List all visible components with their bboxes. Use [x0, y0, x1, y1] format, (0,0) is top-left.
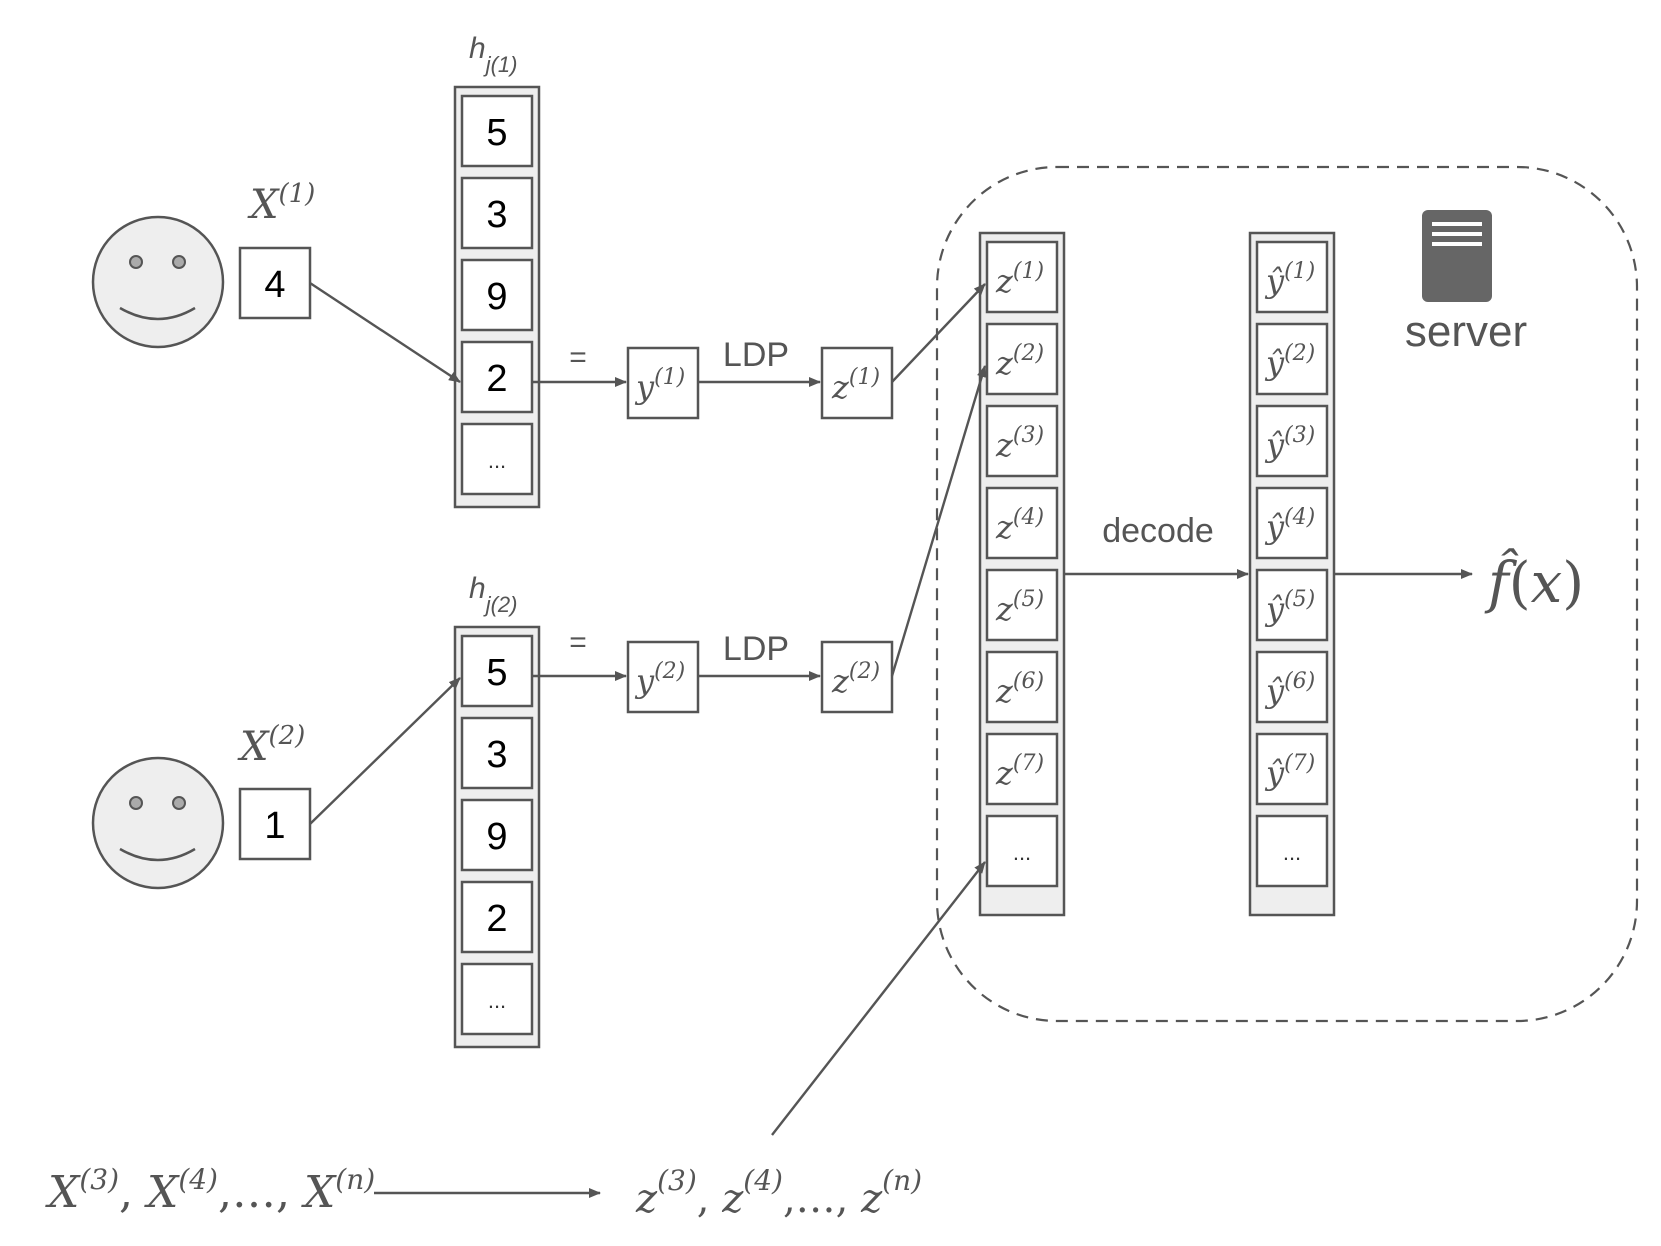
server-z-cell — [985, 568, 1059, 642]
output-f-hat-x: f̂(x) — [1484, 547, 1584, 616]
server-label: server — [1405, 307, 1527, 356]
server-yhat-cell-label: ŷ(4) — [1264, 505, 1315, 546]
hash-1-label: hj(1) — [469, 32, 517, 77]
bottom-x-list: X(3), X(4),…, X(n) — [45, 1163, 375, 1218]
y2-box — [626, 640, 700, 714]
y1-label: y(1) — [634, 365, 685, 406]
server-z-cell — [985, 486, 1059, 560]
server-yhat-cell — [1255, 240, 1329, 314]
server-yhat-cell — [1255, 568, 1329, 642]
server-icon — [1422, 210, 1492, 302]
hash-2-cell-value: 9 — [486, 816, 507, 858]
server-z-cell-ellipsis — [985, 814, 1059, 888]
server-yhat-cell — [1255, 404, 1329, 478]
arrow-user1-to-hash — [309, 281, 461, 384]
z1-box — [820, 346, 894, 420]
hash-2-cell-value: 5 — [486, 652, 507, 694]
server-yhat-cell — [1255, 322, 1329, 396]
server-z-cell-label: z(6) — [995, 669, 1044, 710]
server-z-cell-label: z(5) — [995, 587, 1044, 628]
y1-box — [626, 346, 700, 420]
hash-2-cell — [460, 962, 534, 1036]
hash-1-cell-value: 2 — [486, 358, 507, 400]
server-z-cell — [985, 732, 1059, 806]
user-1-smiley-icon — [91, 215, 225, 349]
user-2-var-label: X(2) — [237, 721, 305, 770]
server-z-cell-label: z(7) — [995, 751, 1044, 792]
hash-1-cell — [460, 176, 534, 250]
hash-1-cells: 5 3 9 2... — [460, 94, 534, 496]
hash-1-cell-value: 9 — [486, 276, 507, 318]
server-yhat-cell-label: ŷ(1) — [1264, 259, 1315, 300]
server-z-cell — [985, 650, 1059, 724]
server-boundary — [935, 165, 1639, 1023]
hash-2-cells: 5 3 9 2... — [460, 634, 534, 1036]
arrow-user2-to-hash — [309, 677, 461, 825]
hash-2-cell-value: 2 — [486, 898, 507, 940]
hash-2-label: hj(2) — [469, 572, 517, 617]
z2-box — [820, 640, 894, 714]
hash-2-cell — [460, 716, 534, 790]
server-z-cell-label: z(1) — [995, 259, 1044, 300]
server-z-cells: z(1) z(2) z(3) z(4) z(5) z(6) z(7)... — [985, 240, 1059, 888]
server-yhat-cell-label: ŷ(7) — [1264, 751, 1315, 792]
hash-1-cell-value: ... — [488, 448, 506, 473]
server-yhat-cell — [1255, 486, 1329, 560]
server-yhat-cell-label: ŷ(6) — [1264, 669, 1315, 710]
server-z-cell-label: z(4) — [995, 505, 1044, 546]
server-z-cell — [985, 240, 1059, 314]
server-z-cell-label: z(2) — [995, 341, 1044, 382]
server-z-cell — [985, 404, 1059, 478]
user-2-value: 1 — [264, 805, 285, 847]
y2-label: y(2) — [634, 659, 685, 700]
server-yhat-cell — [1255, 650, 1329, 724]
server-yhat-cell — [1255, 732, 1329, 806]
user-2-value-box — [238, 787, 312, 861]
hash-1-cell — [460, 258, 534, 332]
equals-2: = — [569, 626, 587, 659]
server-yhat-cells: ŷ(1) ŷ(2) ŷ(3) ŷ(4) ŷ(5) ŷ(6) ŷ(7)... — [1255, 240, 1329, 888]
hash-1-cell — [460, 340, 534, 414]
arrow-z2-to-server — [890, 365, 987, 677]
hash-1-cell — [460, 94, 534, 168]
decode-label: decode — [1102, 512, 1214, 550]
ldp-label-1: LDP — [723, 336, 789, 374]
arrow-z1-to-server — [891, 283, 986, 383]
hash-1-cell-value: 5 — [486, 112, 507, 154]
server-z-cell-label: z(3) — [995, 423, 1044, 464]
bottom-z-list: z(3), z(4),…, z(n) — [635, 1164, 922, 1222]
server-yhat-cell-ellipsis — [1255, 814, 1329, 888]
hash-2-cell — [460, 880, 534, 954]
hash-2-cell — [460, 634, 534, 708]
user-1-var-label: X(1) — [247, 179, 315, 228]
hash-1-cell — [460, 422, 534, 496]
server-yhat-cell-label: ŷ(2) — [1264, 341, 1315, 382]
user-2-smiley-icon — [91, 756, 225, 890]
arrow-bulk-to-server — [771, 861, 986, 1136]
server-z-cell-ellipsis-label: ... — [1013, 840, 1031, 865]
server-yhat-cell-ellipsis-label: ... — [1283, 840, 1301, 865]
z1-label: z(1) — [831, 365, 880, 406]
equals-1: = — [569, 341, 587, 374]
hash-2-cell — [460, 798, 534, 872]
user-1-value: 4 — [264, 264, 285, 306]
z2-label: z(2) — [831, 659, 880, 700]
server-yhat-cell-label: ŷ(3) — [1264, 423, 1315, 464]
server-z-cell — [985, 322, 1059, 396]
ldp-label-2: LDP — [723, 630, 789, 668]
hash-2-cell-value: ... — [488, 988, 506, 1013]
server-yhat-cell-label: ŷ(5) — [1264, 587, 1315, 628]
hash-2-cell-value: 3 — [486, 734, 507, 776]
hash-1-cell-value: 3 — [486, 194, 507, 236]
